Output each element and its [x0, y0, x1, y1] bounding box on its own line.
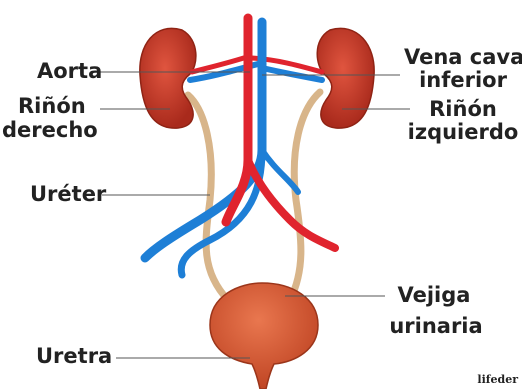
label-vejiga-line2: urinaria [380, 314, 492, 338]
label-rinon-derecho-line2: derecho [2, 118, 98, 142]
left-ureter [290, 92, 320, 300]
renal-vessels [190, 56, 322, 80]
label-vena-cava-line2: inferior [404, 68, 522, 92]
bladder [210, 283, 318, 389]
label-rinon-izquierdo-line1: Riñón [404, 97, 522, 121]
watermark: lifeder [477, 373, 518, 386]
left-kidney [317, 28, 374, 128]
label-vejiga-line1: Vejiga [384, 283, 484, 307]
label-vena-cava-line1: Vena cava [404, 45, 522, 69]
right-ureter [188, 95, 228, 300]
label-aorta: Aorta [37, 59, 102, 83]
label-ureter: Uréter [30, 182, 106, 206]
label-rinon-izquierdo-line2: izquierdo [404, 120, 522, 144]
label-uretra: Uretra [36, 344, 112, 368]
label-rinon-derecho-line1: Riñón [18, 94, 86, 118]
right-kidney [140, 28, 196, 128]
